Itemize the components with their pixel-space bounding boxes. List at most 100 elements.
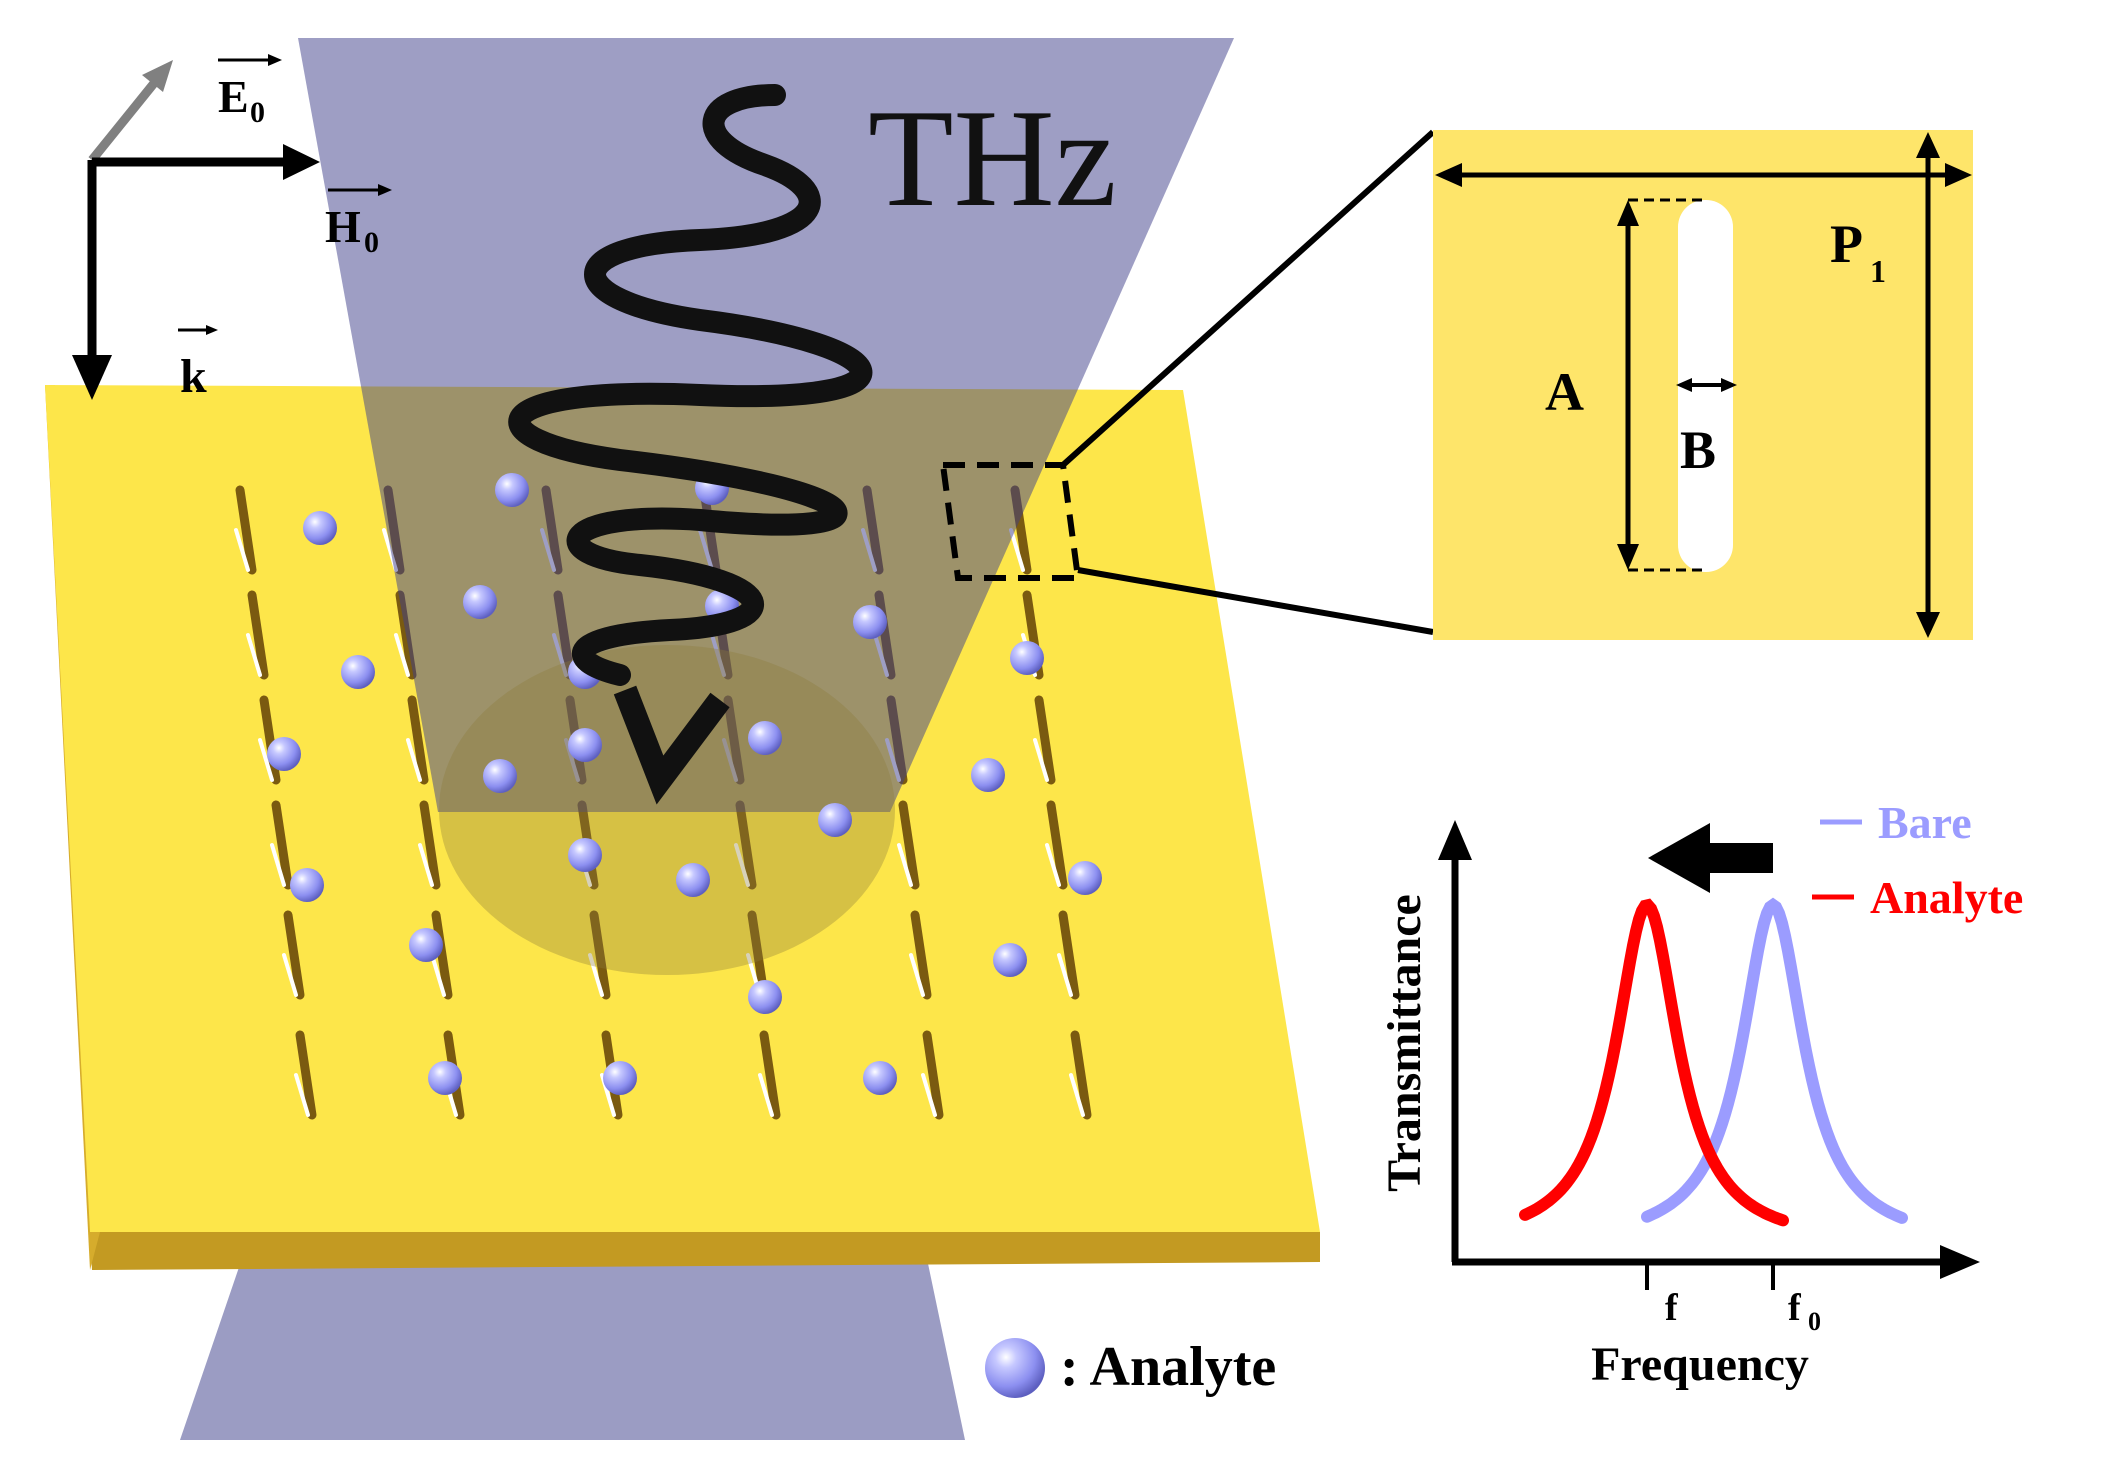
- analyte-sphere: [495, 473, 529, 507]
- slot: [910, 910, 932, 1000]
- svg-text:k: k: [180, 350, 207, 403]
- slot: [898, 800, 920, 890]
- k-vector-label: k: [178, 325, 218, 403]
- analyte-sphere: [1068, 861, 1102, 895]
- analyte-sphere: [267, 737, 301, 771]
- slot: [922, 1030, 944, 1120]
- analyte-sphere: [1010, 641, 1044, 675]
- label-a: A: [1545, 362, 1584, 422]
- shift-arrow-icon: [1648, 823, 1773, 893]
- bare-curve: [1641, 897, 1908, 1224]
- slot: [419, 800, 441, 890]
- tick-f0: f: [1788, 1287, 1802, 1329]
- slot-highlight: [897, 843, 913, 887]
- tick-f0-sub: 0: [1808, 1307, 1821, 1336]
- analyte-sphere: [853, 605, 887, 639]
- slot-highlight: [1069, 1073, 1085, 1117]
- slot-highlight: [734, 843, 750, 887]
- analyte-sphere: [603, 1061, 637, 1095]
- slot-highlight: [234, 528, 250, 572]
- slot-highlight: [406, 738, 422, 782]
- slot-highlight: [270, 843, 286, 887]
- analyte-sphere: [971, 758, 1005, 792]
- slot-highlight: [394, 633, 410, 677]
- transmittance-graph: f f 0 Frequency Transmittance Bare Analy…: [1378, 797, 2023, 1391]
- h-field-label: H 0: [325, 184, 392, 259]
- analyte-sphere: [483, 759, 517, 793]
- slot-highlight: [921, 1073, 937, 1117]
- analyte-sphere: [303, 511, 337, 545]
- graph-xlabel: Frequency: [1591, 1338, 1809, 1391]
- callout-line-bottom: [1077, 567, 1434, 635]
- legend-analyte: Analyte: [1870, 872, 2023, 923]
- slot-highlight: [1009, 528, 1025, 572]
- graph-ylabel: Transmittance: [1378, 894, 1431, 1192]
- analyte-sphere: [748, 980, 782, 1014]
- analyte-sphere: [341, 655, 375, 689]
- slot-highlight: [758, 1073, 774, 1117]
- label-p1-sub: 1: [1870, 253, 1886, 289]
- slot-highlight: [418, 843, 434, 887]
- slot: [735, 800, 757, 890]
- analyte-sphere: [568, 728, 602, 762]
- slot-highlight: [294, 1073, 310, 1117]
- analyte-sphere-icon: [985, 1338, 1045, 1398]
- slot-highlight: [588, 953, 604, 997]
- analyte-legend: : Analyte: [985, 1336, 1276, 1398]
- analyte-sphere: [818, 803, 852, 837]
- svg-text:E: E: [218, 71, 249, 122]
- slot-highlight: [1057, 953, 1073, 997]
- slot: [295, 1030, 317, 1120]
- analyte-sphere: [568, 838, 602, 872]
- slot-highlight: [246, 633, 262, 677]
- wave-icon: [508, 84, 873, 686]
- analyte-sphere: [748, 721, 782, 755]
- slot-highlight: [282, 953, 298, 997]
- slot: [589, 910, 611, 1000]
- slot: [1046, 800, 1068, 890]
- analyte-sphere: [409, 928, 443, 962]
- slot: [759, 1030, 781, 1120]
- analyte-curve: [1519, 898, 1789, 1227]
- slot: [235, 485, 257, 575]
- svg-text:0: 0: [250, 96, 265, 129]
- slot: [1070, 1030, 1092, 1120]
- plate-edge: [90, 1232, 1320, 1270]
- slot-highlight: [258, 738, 274, 782]
- propagation-arrow-icon: [613, 685, 730, 805]
- svg-text:0: 0: [364, 226, 379, 259]
- thz-beam-upper: [298, 38, 1234, 812]
- slot-highlight: [909, 953, 925, 997]
- zoom-region-box: [939, 462, 1082, 581]
- svg-text:H: H: [325, 201, 361, 252]
- analyte-legend-label: : Analyte: [1060, 1336, 1276, 1398]
- label-b: B: [1680, 420, 1716, 480]
- slot: [1034, 695, 1056, 785]
- axes-arrows-icon: [72, 60, 320, 400]
- tick-f: f: [1665, 1287, 1679, 1329]
- thz-label: THz: [868, 81, 1117, 236]
- slot: [431, 910, 453, 1000]
- slot-highlight: [430, 953, 446, 997]
- thz-beam-lower: [180, 1235, 965, 1440]
- beam-spot: [439, 645, 895, 975]
- unit-cell-inset: A B P 1: [1433, 130, 1973, 640]
- slot: [407, 695, 429, 785]
- e-field-label: E 0: [218, 54, 282, 129]
- analyte-sphere: [993, 943, 1027, 977]
- analyte-sphere: [428, 1061, 462, 1095]
- analyte-sphere: [676, 863, 710, 897]
- analyte-sphere: [863, 1061, 897, 1095]
- label-p1: P: [1830, 214, 1863, 274]
- analyte-sphere: [463, 585, 497, 619]
- callout-line-top: [1060, 129, 1436, 468]
- legend-bare: Bare: [1878, 797, 1972, 848]
- slot: [283, 910, 305, 1000]
- slot-highlight: [1033, 738, 1049, 782]
- slot-highlight: [1045, 843, 1061, 887]
- slot: [247, 590, 269, 680]
- slot: [271, 800, 293, 890]
- slot: [1058, 910, 1080, 1000]
- analyte-sphere: [290, 868, 324, 902]
